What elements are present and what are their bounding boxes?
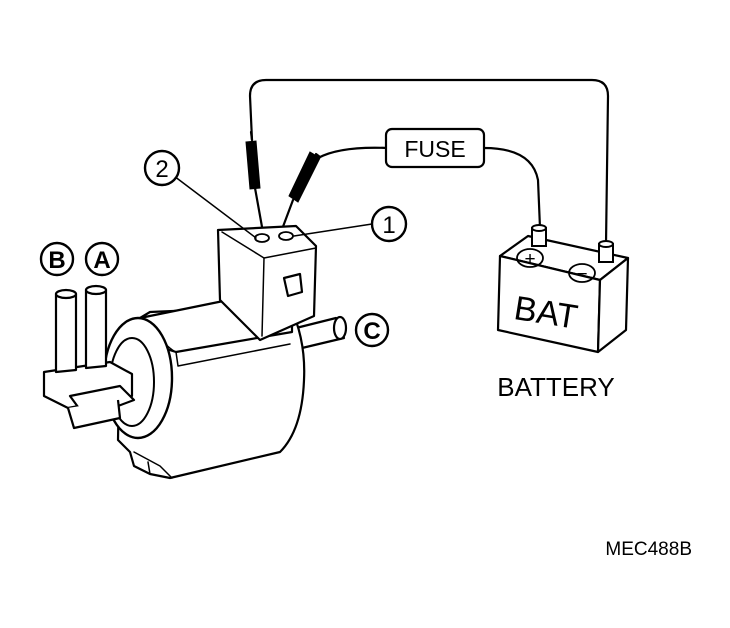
callout-line-1 xyxy=(293,223,373,237)
battery-positive-terminal xyxy=(531,224,547,247)
connector-block xyxy=(216,224,318,342)
terminal-socket-2 xyxy=(254,233,270,243)
port-bracket xyxy=(42,360,136,430)
figure-code: MEC488B xyxy=(605,539,692,560)
battery-negative-terminal xyxy=(598,240,614,263)
wiring xyxy=(248,78,610,246)
port-b-tube xyxy=(54,288,78,374)
fuse-label: FUSE xyxy=(404,136,465,162)
port-c-pipe xyxy=(294,315,348,350)
minus-marking: − xyxy=(576,264,587,285)
label-terminal-1: 1 xyxy=(370,205,408,243)
fuse-body xyxy=(384,127,486,169)
wire-to-fuse xyxy=(316,146,390,160)
svg-text:C: C xyxy=(363,318,380,345)
fuse: FUSE xyxy=(384,127,486,169)
wire-negative xyxy=(248,78,610,246)
probe-left xyxy=(245,130,266,240)
svg-text:1: 1 xyxy=(382,212,395,239)
svg-text:A: A xyxy=(93,247,110,274)
callout-line-2 xyxy=(173,175,257,239)
label-terminal-2: 2 xyxy=(143,149,181,187)
battery: + − BAT xyxy=(496,224,630,354)
wire-fuse-to-positive xyxy=(482,146,542,230)
battery-caption: BATTERY xyxy=(497,372,615,402)
label-port-a: A xyxy=(84,241,120,277)
plus-marking-ring xyxy=(516,248,544,268)
svg-text:B: B xyxy=(48,247,65,274)
terminal-socket-1 xyxy=(278,231,294,241)
plus-marking: + xyxy=(524,249,535,270)
minus-marking-ring xyxy=(568,263,596,283)
solenoid-valve xyxy=(42,224,348,480)
label-port-b: B xyxy=(39,241,75,277)
port-a-tube xyxy=(84,284,108,370)
label-port-c: C xyxy=(354,312,390,348)
test-probes xyxy=(245,130,322,242)
svg-text:2: 2 xyxy=(155,156,168,183)
